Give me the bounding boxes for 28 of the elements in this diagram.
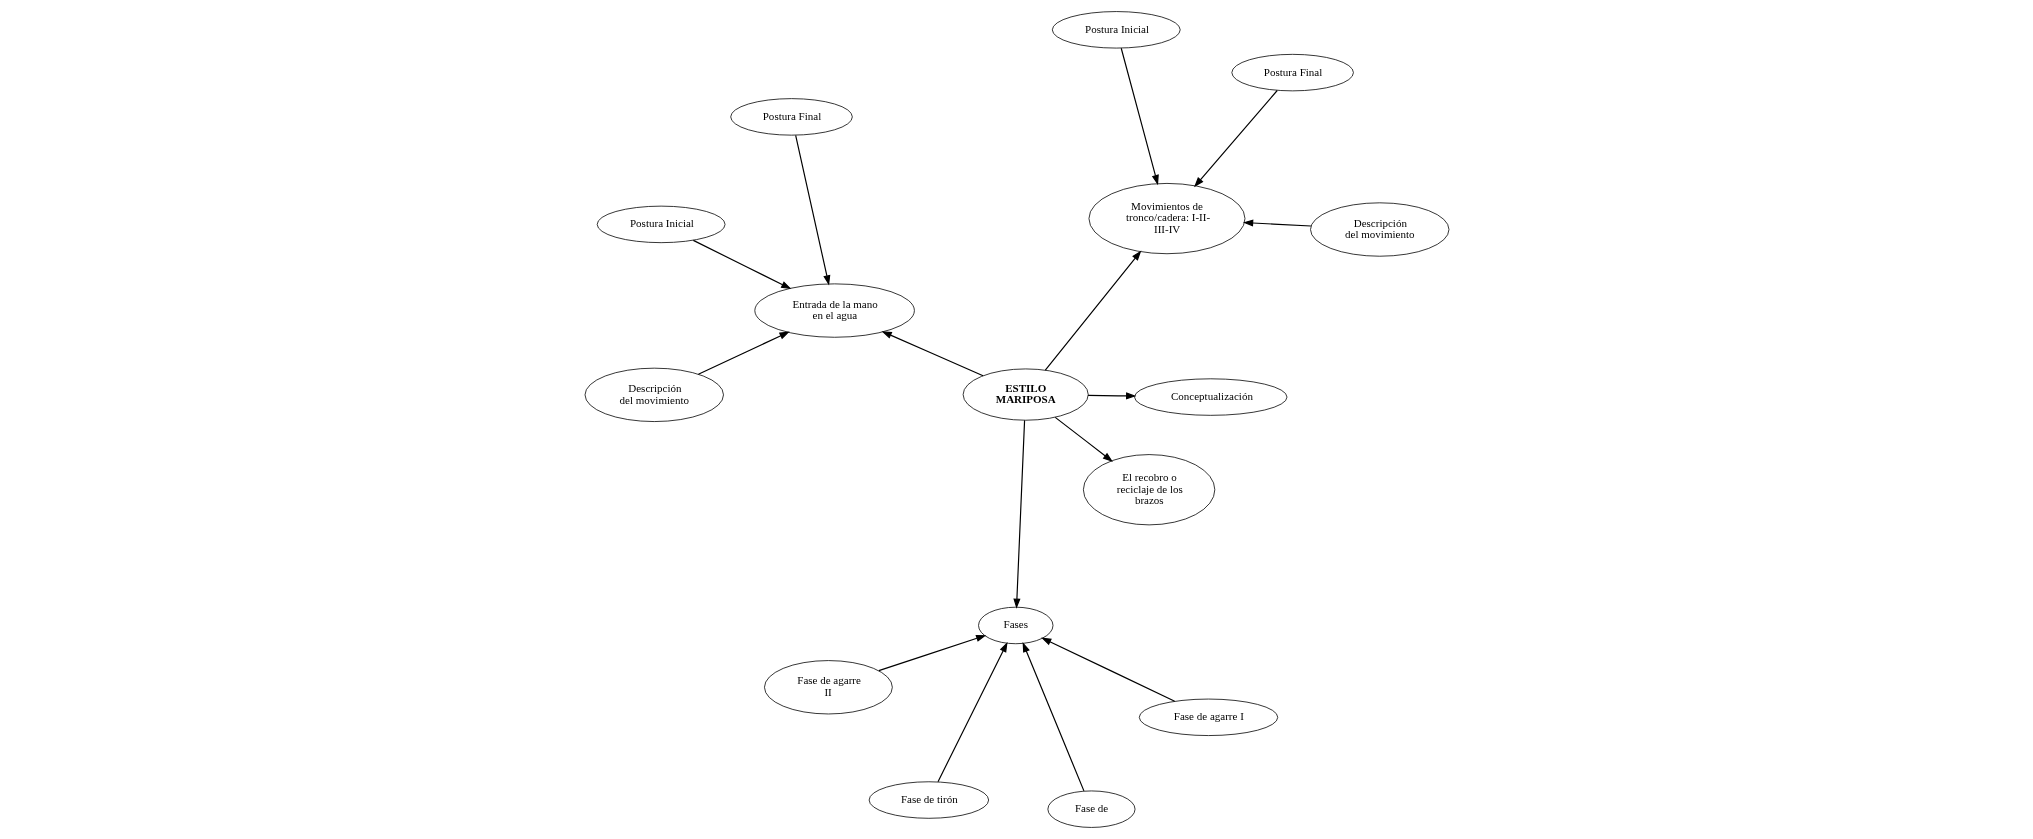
node-ellipse: Postura Final	[1230, 53, 1354, 92]
arrow	[877, 634, 986, 672]
node-ellipse: Descripción del movimiento	[584, 367, 724, 422]
arrow	[1022, 642, 1084, 792]
arrow	[1242, 219, 1312, 227]
arrow	[1044, 250, 1141, 371]
node-ellipse: Postura Inicial	[596, 205, 725, 244]
arrow	[1193, 89, 1278, 188]
node-ellipse: Movimientos de tronco/cadera: I-II-III-IV	[1088, 183, 1245, 255]
node-ellipse: Fase de	[1046, 790, 1135, 828]
node-ellipse: Postura Final	[729, 98, 853, 136]
node-ellipse: Postura Inicial	[1051, 11, 1181, 49]
arrow	[692, 239, 791, 290]
arrow	[1087, 392, 1136, 400]
arrow	[1040, 637, 1175, 702]
arrow	[697, 331, 790, 375]
node-ellipse: Conceptualización	[1133, 378, 1287, 416]
arrow	[794, 134, 830, 286]
arrow	[1120, 47, 1159, 186]
arrow	[936, 641, 1008, 783]
arrow	[1054, 416, 1113, 462]
node-ellipse: Fase de tirón	[868, 781, 989, 819]
arrow	[881, 331, 984, 377]
arrow	[1012, 419, 1025, 609]
node-ellipse: Fase de agarre II	[763, 660, 893, 715]
node-ellipse: Fase de agarre I	[1138, 698, 1278, 736]
node-ellipse: Descripción del movimiento	[1309, 202, 1449, 257]
node-ellipse: ESTILO MARIPOSA	[962, 368, 1089, 421]
